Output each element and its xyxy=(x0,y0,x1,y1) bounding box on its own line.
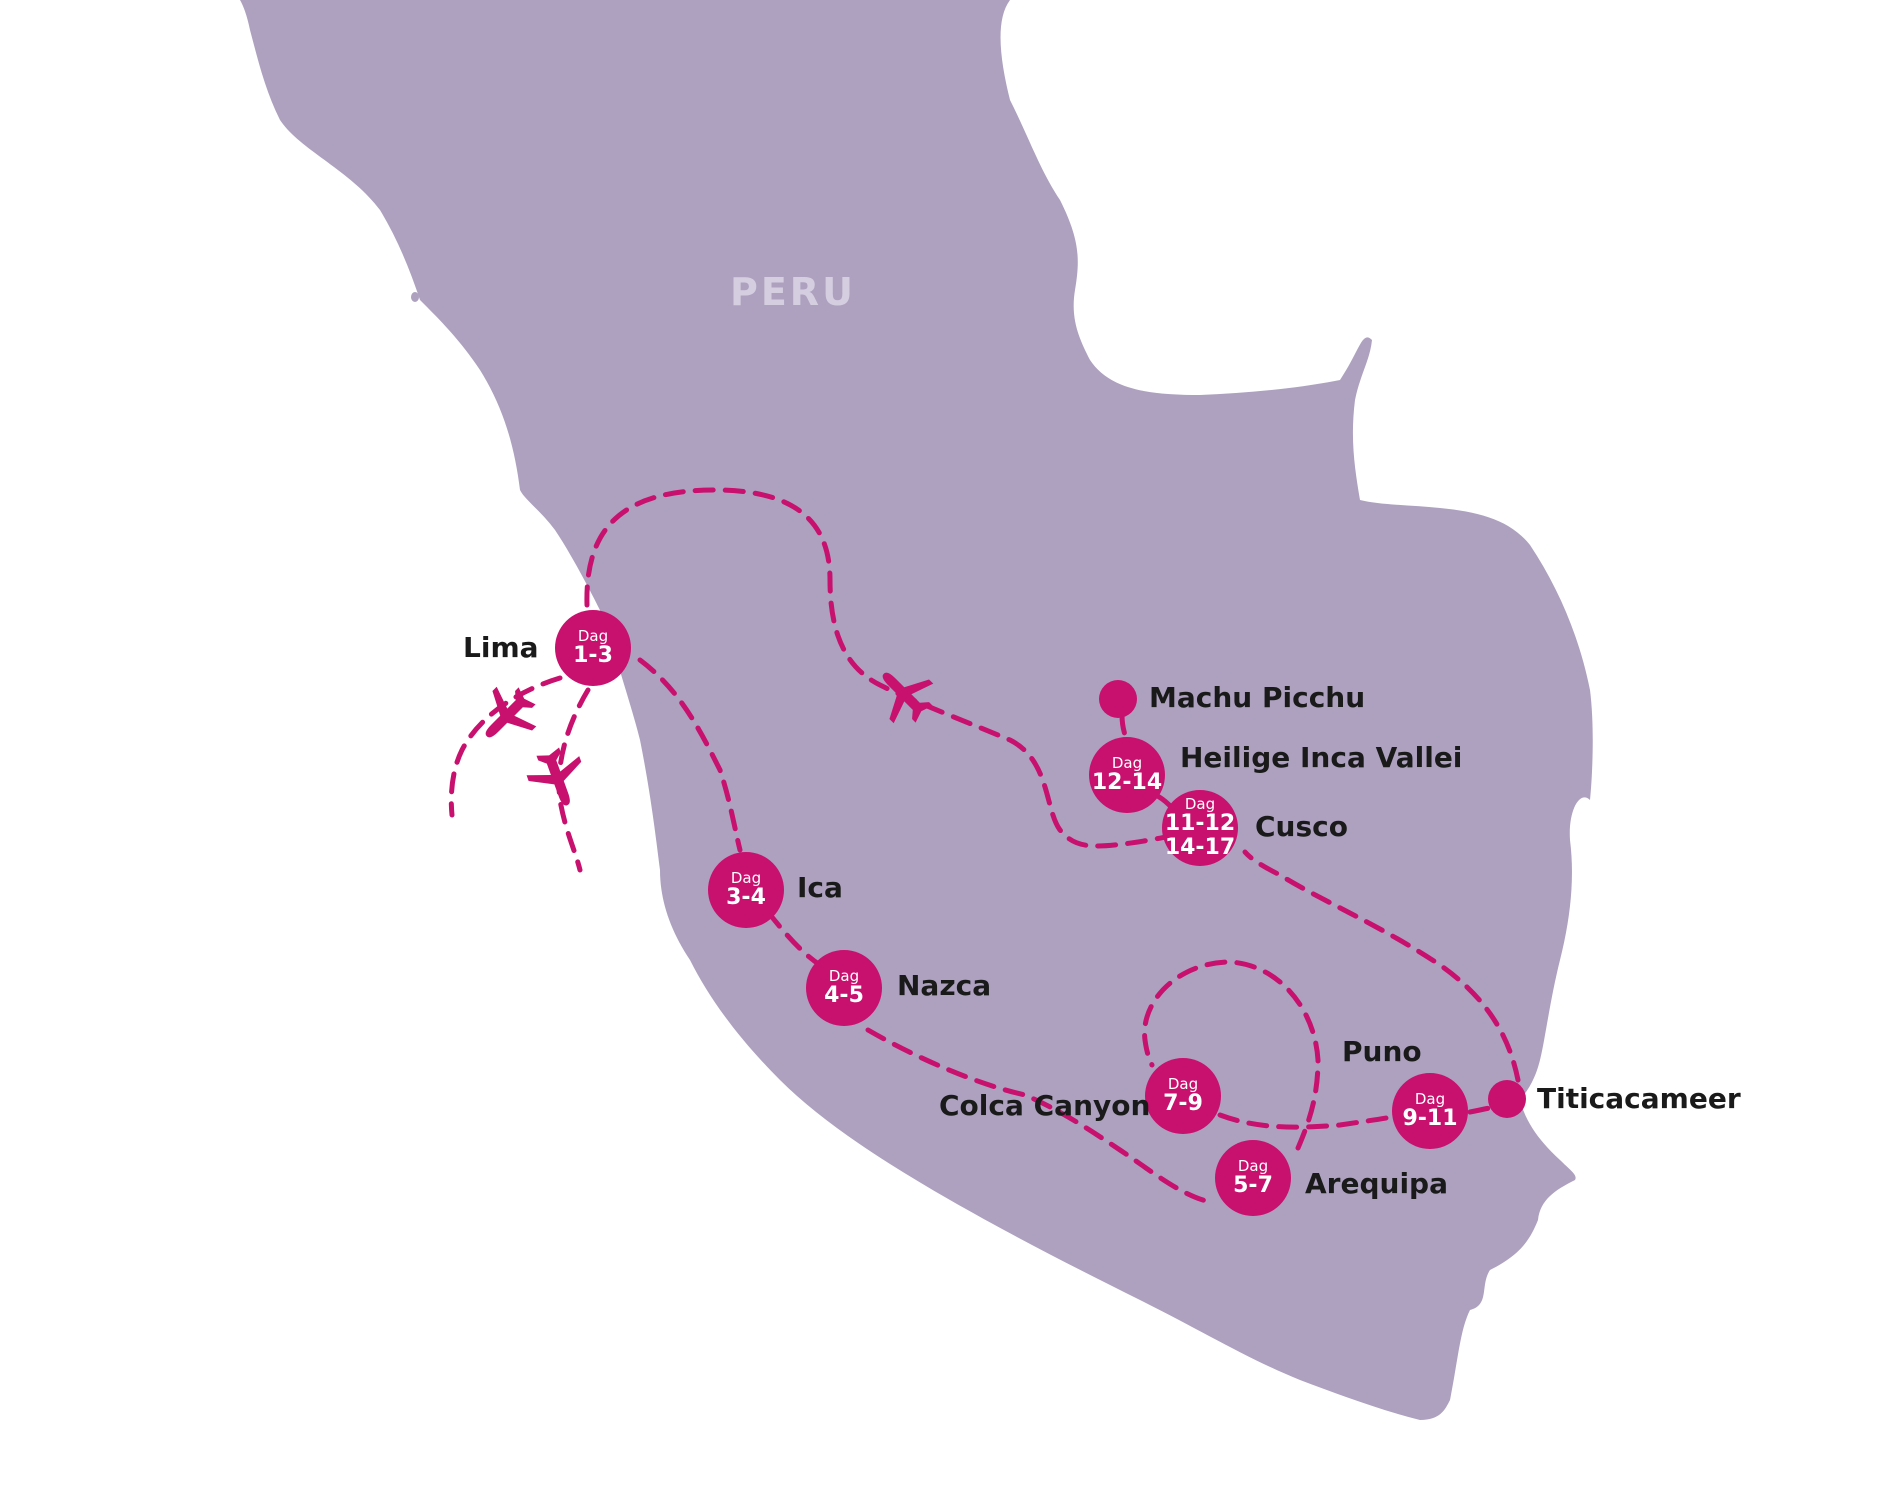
route-titicaca-cusco xyxy=(1242,849,1521,1083)
place-label-puno: Puno xyxy=(1342,1035,1422,1068)
stop-days: 4-5 xyxy=(824,982,864,1008)
stop-prefix: Dag xyxy=(1167,1074,1199,1093)
place-label-titicacameer: Titicacameer xyxy=(1537,1082,1741,1115)
route-nazca-arequipa xyxy=(865,1027,1213,1205)
route-lima-ica xyxy=(637,657,743,853)
stop-prefix: Dag xyxy=(577,626,609,645)
airplane-icon xyxy=(485,686,537,738)
stop-marker-puno[interactable]: Dag 9-11 xyxy=(1392,1073,1468,1149)
stop-marker-arequipa[interactable]: Dag 5-7 xyxy=(1215,1140,1291,1216)
route-flight-out-1 xyxy=(448,675,563,818)
place-label-heilige-inca-vallei: Heilige Inca Vallei xyxy=(1180,741,1463,774)
stop-days: 3-4 xyxy=(726,884,766,910)
stop-prefix: Dag xyxy=(1237,1156,1269,1175)
stop-days: 9-11 xyxy=(1402,1105,1458,1131)
airplane-icon xyxy=(526,747,582,806)
place-label-lima: Lima xyxy=(463,631,539,664)
route-colca-loop xyxy=(1142,959,1321,1151)
stop-marker-cusco[interactable]: Dag 11-12 14-17 xyxy=(1162,790,1238,866)
stop-prefix: Dag xyxy=(1414,1089,1446,1108)
stop-marker-nazca[interactable]: Dag 4-5 xyxy=(806,950,882,1026)
stop-prefix: Dag xyxy=(1111,753,1143,772)
stop-days: 12-14 xyxy=(1091,769,1163,795)
place-label-arequipa: Arequipa xyxy=(1305,1167,1448,1200)
route-flight-out-2 xyxy=(556,687,591,873)
route-colca-puno xyxy=(1217,1112,1395,1130)
place-label-nazca: Nazca xyxy=(897,969,992,1002)
stop-marker-heilige-inca-vallei[interactable]: Dag 12-14 xyxy=(1089,737,1165,813)
stop-days-return: 14-17 xyxy=(1164,834,1236,860)
route-lima-cusco-flight xyxy=(584,487,1203,849)
stop-marker-lima[interactable]: Dag 1-3 xyxy=(555,610,631,686)
coast-islet xyxy=(411,292,419,302)
stop-prefix: Dag xyxy=(730,868,762,887)
route-lines xyxy=(448,487,1521,1205)
stop-marker-colca-canyon[interactable]: Dag 7-9 xyxy=(1145,1058,1221,1134)
place-label-ica: Ica xyxy=(797,871,843,904)
point-marker-machu-picchu[interactable] xyxy=(1099,680,1137,718)
stop-prefix: Dag xyxy=(1184,795,1216,814)
stop-days: 7-9 xyxy=(1163,1090,1203,1116)
route-puno-titicaca xyxy=(1467,1103,1501,1115)
stop-days: 11-12 xyxy=(1164,811,1236,837)
stop-prefix: Dag xyxy=(828,966,860,985)
place-label-machu-picchu: Machu Picchu xyxy=(1149,681,1366,714)
place-label-colca-canyon: Colca Canyon xyxy=(939,1089,1151,1122)
coast-islet xyxy=(674,862,686,878)
point-marker-titicacameer[interactable] xyxy=(1488,1080,1526,1118)
airplane-icon xyxy=(882,672,934,724)
place-label-cusco: Cusco xyxy=(1255,810,1348,843)
stop-marker-ica[interactable]: Dag 3-4 xyxy=(708,852,784,928)
stop-days: 1-3 xyxy=(573,642,613,668)
country-label: PERU xyxy=(730,270,856,314)
stop-days: 5-7 xyxy=(1233,1172,1273,1198)
